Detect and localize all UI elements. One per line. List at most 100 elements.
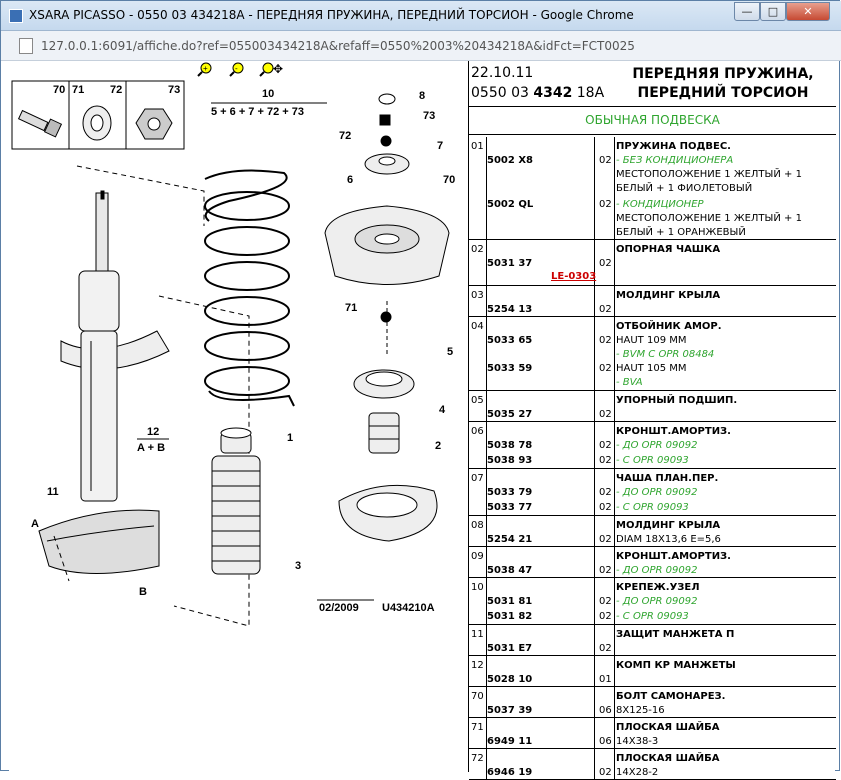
part-note: - BVA: [616, 377, 643, 388]
nut-icon: [135, 108, 173, 140]
part-code: 5002 QL: [487, 199, 534, 210]
part-description: ЧАША ПЛАН.ПЕР.: [616, 473, 719, 484]
legend-72: 72: [110, 84, 122, 96]
callout-labels: 10 5 + 6 + 7 + 72 + 73 8 73 72 7 6 70 71…: [31, 88, 455, 614]
part-qty: 02: [599, 611, 612, 622]
part-description: ОПОРНАЯ ЧАШКА: [616, 244, 721, 255]
variant-heading: ОБЫЧНАЯ ПОДВЕСКА: [469, 107, 836, 135]
part-note: HAUT 109 MM: [616, 335, 687, 346]
part-note: - КОНДИЦИОНЕР: [616, 199, 704, 210]
part-code: 5033 79: [487, 487, 533, 498]
parts-diagram: + - ✥ 70 71 72 73: [9, 61, 464, 772]
part-qty: 02: [599, 596, 612, 607]
callout-8: 8: [419, 90, 425, 102]
zoom-out-icon[interactable]: -: [229, 62, 244, 77]
part-code: 5033 59: [487, 363, 533, 374]
part-number: 70: [471, 691, 484, 702]
part-description: ОТБОЙНИК АМОР.: [616, 321, 722, 332]
part-description: КРОНШТ.АМОРТИЗ.: [616, 551, 731, 562]
hardware-legend: 70 71 72 73: [11, 80, 185, 150]
part-number: 09: [471, 551, 484, 562]
pan-icon[interactable]: ✥: [259, 62, 283, 77]
callout-2: 2: [435, 440, 441, 452]
callout-A: A: [31, 518, 39, 530]
callout-4: 4: [439, 404, 446, 416]
part-code: 5028 10: [487, 674, 533, 685]
callout-12-formula: A + B: [137, 442, 165, 454]
part-qty: 02: [599, 502, 612, 513]
part-number: 03: [471, 290, 484, 301]
table-row[interactable]: 05 УПОРНЫЙ ПОДШИП. 5035 27 02: [469, 391, 836, 422]
part-number: 05: [471, 395, 484, 406]
part-qty: 06: [599, 736, 612, 747]
part-qty: 02: [599, 487, 612, 498]
doc-reference: 0550 03 4342 18A: [471, 85, 605, 101]
part-note: БЕЛЫЙ + 1 ОРАНЖЕВЫЙ: [616, 227, 746, 238]
part-note: - С OPR 09093: [616, 611, 689, 622]
address-bar[interactable]: 127.0.0.1:6091/affiche.do?ref=0550034342…: [1, 31, 841, 61]
part-description: БОЛТ САМОНАРЕЗ.: [616, 691, 726, 702]
part-qty: 02: [599, 258, 612, 269]
part-code: 6946 19: [487, 767, 533, 778]
part-qty: 02: [599, 363, 612, 374]
svg-text:+: +: [203, 64, 208, 73]
footer-code: U434210A: [382, 602, 435, 614]
part-number: 04: [471, 321, 484, 332]
document-icon: [9, 9, 23, 23]
part-note: МЕСТОПОЛОЖЕНИЕ 1 ЖЕЛТЫЙ + 1: [616, 213, 802, 224]
part-code: 6949 11: [487, 736, 533, 747]
part-description: ПЛОСКАЯ ШАЙБА: [616, 753, 720, 764]
part-description: УПОРНЫЙ ПОДШИП.: [616, 395, 738, 406]
part-qty: 02: [599, 409, 612, 420]
part-number: 01: [471, 141, 484, 152]
part-note: 8X125-16: [616, 705, 665, 716]
minimize-button[interactable]: —: [734, 2, 760, 21]
maximize-button[interactable]: □: [760, 2, 786, 21]
callout-11: 11: [47, 486, 59, 498]
part-number: 02: [471, 244, 484, 255]
legend-70: 70: [53, 84, 65, 96]
callout-7: 7: [437, 140, 443, 152]
part-qty: 02: [599, 643, 612, 654]
part-note: - ДО OPR 09092: [616, 440, 698, 451]
callout-B: B: [139, 586, 147, 598]
callout-10-formula: 5 + 6 + 7 + 72 + 73: [211, 106, 304, 118]
bolt-icon: [17, 109, 63, 138]
shock-absorber: [38, 190, 170, 574]
part-number: 72: [471, 753, 484, 764]
coil-spring: [204, 169, 295, 407]
svg-text:✥: ✥: [273, 62, 283, 76]
part-code: 5033 77: [487, 502, 533, 513]
part-code: 5254 13: [487, 304, 533, 315]
part-qty: 06: [599, 705, 612, 716]
zoom-in-icon[interactable]: +: [197, 62, 212, 77]
part-qty: 02: [599, 440, 612, 451]
callout-12: 12: [147, 426, 159, 438]
part-description: МОЛДИНГ КРЫЛА: [616, 520, 721, 531]
page-title: ПЕРЕДНЯЯ ПРУЖИНА,ПЕРЕДНИЙ ТОРСИОН: [632, 66, 814, 101]
close-button[interactable]: ✕: [786, 2, 830, 21]
part-code: 5035 27: [487, 409, 533, 420]
url-text[interactable]: 127.0.0.1:6091/affiche.do?ref=0550034342…: [41, 39, 635, 53]
parts-panel: 22.10.11 0550 03 4342 18A ПЕРЕДНЯЯ ПРУЖИ…: [468, 61, 836, 780]
le-link[interactable]: LE-0303: [551, 271, 597, 282]
part-qty: 01: [599, 674, 612, 685]
part-note: 14X28-2: [616, 767, 659, 778]
svg-text:-: -: [235, 64, 238, 73]
part-code: 5031 81: [487, 596, 533, 607]
